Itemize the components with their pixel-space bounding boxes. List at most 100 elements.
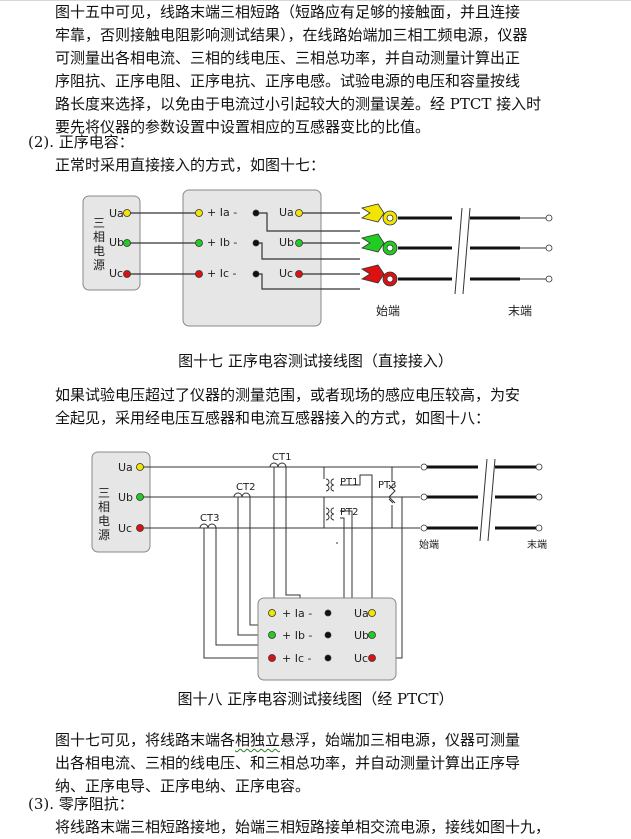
figure-17-caption: 图十七 正序电容测试接线图（直接接入） [178, 352, 453, 370]
voltage-label-ub: Ub [354, 629, 369, 642]
clamp-green [360, 233, 398, 256]
pt1-label: PT1 [340, 477, 359, 488]
line-conductors [398, 216, 520, 281]
terminal-yellow [268, 609, 276, 617]
clamp-yellow [360, 203, 398, 226]
phase-label-ub: Ub [118, 491, 133, 504]
source-label-char: 电 [98, 514, 110, 528]
end-terminal [535, 493, 543, 501]
text-segment: 图十七可见，将线路末端各 [55, 731, 236, 749]
page-top-rule [0, 0, 631, 1]
terminal-green [295, 239, 303, 247]
phase-label-ua: Ua [118, 461, 133, 474]
terminal-yellow [368, 609, 376, 617]
pt2-label: PT2 [340, 507, 359, 518]
text-line: 如果试验电压超过了仪器的测量范围，或者现场的感应电压较高，为安 [55, 386, 521, 404]
end-terminal [545, 244, 553, 252]
start-end-label: 始端 [376, 304, 400, 318]
terminal-red [295, 270, 303, 278]
pt-coils [325, 478, 396, 521]
start-end-label: 始端 [419, 538, 439, 551]
phase-label-ub: Ub [109, 236, 124, 249]
text-line: 出各相电流、三相的线电压、和三相总功率，并自动测量计算出正序导 [55, 754, 521, 772]
terminal-black [324, 609, 332, 617]
instrument-box [182, 189, 322, 327]
source-label-char: 相 [93, 230, 105, 244]
start-terminal [420, 524, 428, 532]
text-line: 图十七可见，将线路末端各相独立悬浮，始端加三相电源，仪器可测量 [55, 729, 582, 752]
figure-18-caption: 图十八 正序电容测试接线图（经 PTCT） [177, 690, 454, 708]
section-heading-positive-capacitance: (2). 正序电容： [28, 133, 134, 151]
terminal-black [252, 239, 260, 247]
break-marks [479, 458, 496, 542]
current-label-ic: + Ic - [207, 267, 237, 280]
phase-label-ua: Ua [109, 207, 124, 220]
ct2-label: CT2 [236, 482, 255, 493]
ct3-label: CT3 [200, 513, 219, 524]
terminal-red [268, 654, 276, 662]
source-label-char: 三 [93, 216, 105, 230]
source-label-char: 三 [98, 486, 110, 500]
text-line: 序阻抗、正序电阻、正序电抗、正序电感。试验电源的电压和容量按线 [55, 72, 521, 90]
end-terminal [545, 214, 553, 222]
terminal-red [368, 654, 376, 662]
far-end-label: 末端 [527, 538, 547, 551]
text-line: 正常时采用直接接入的方式，如图十七： [55, 156, 326, 174]
source-label-char: 相 [98, 500, 110, 514]
source-label-char: 源 [98, 528, 110, 542]
start-terminal [420, 493, 428, 501]
clamp-red [360, 264, 398, 287]
text-line: 将线路末端三相短路接地，始端三相短路接单相交流电源，接线如图十九， [55, 818, 551, 836]
terminal-red [123, 270, 131, 278]
current-label-ib: + Ib - [282, 629, 312, 642]
terminal-black [324, 654, 332, 662]
voltage-label-uc: Uc [279, 267, 293, 280]
end-terminal [535, 524, 543, 532]
voltage-label-ua: Ua [279, 206, 294, 219]
pt3-label: PT3 [378, 480, 397, 491]
text-line: 全起见，采用经电压互感器和电流互感器接入的方式，如图十八： [55, 409, 491, 427]
source-label-char: 源 [93, 258, 105, 272]
phase-label-uc: Uc [118, 522, 132, 535]
voltage-label-ua: Ua [354, 607, 369, 620]
terminal-yellow [136, 463, 144, 471]
ct-coils [199, 462, 287, 529]
wires-main [140, 466, 420, 529]
ct1-label: CT1 [272, 452, 291, 463]
far-end-label: 末端 [508, 304, 532, 318]
terminal-yellow [123, 209, 131, 217]
start-terminal [420, 463, 428, 471]
voltage-label-uc: Uc [354, 652, 368, 665]
text-line: 路长度来选择，以免由于电流过小引起较大的测量误差。经 PTCT 接入时 [55, 95, 542, 113]
current-label-ic: + Ic - [282, 652, 312, 665]
section-heading-zero-sequence-impedance: (3). 零序阻抗： [28, 795, 134, 813]
terminal-green [368, 631, 376, 639]
text-line: 牢靠，否则接触电阻影响测试结果），在线路始端加三相工频电源，仪器 [55, 26, 528, 44]
current-label-ia: + Ia - [207, 206, 237, 219]
voltage-label-ub: Ub [279, 236, 294, 249]
break-marks [454, 207, 549, 295]
phase-label-uc: Uc [109, 267, 123, 280]
line-conductors [427, 465, 537, 530]
terminal-black [252, 270, 260, 278]
text-line: 图十五中可见，线路末端三相短路（短路应有足够的接触面，并且连接 [55, 3, 521, 21]
terminal-green [123, 239, 131, 247]
terminal-green [136, 493, 144, 501]
current-label-ia: + Ia - [282, 607, 312, 620]
terminal-red [195, 270, 203, 278]
terminal-red [136, 524, 144, 532]
text-segment: 悬浮，始端加三相电源，仪器可测量 [280, 731, 521, 749]
terminal-green [268, 631, 276, 639]
terminal-green [195, 239, 203, 247]
terminal-yellow [195, 209, 203, 217]
end-terminal [545, 275, 553, 283]
end-terminal [535, 463, 543, 471]
current-label-ib: + Ib - [207, 236, 237, 249]
figure-18-wiring-diagram: 三 相 电 源 Ua Ub Uc CT1 CT2 CT3 [91, 451, 547, 681]
text-line: 可测量出各相电流、三相的线电压、三相总功率，并自动测量计算出正 [55, 49, 521, 67]
instrument-box [257, 597, 397, 681]
spellcheck-underlined-text: 相独立 [235, 731, 281, 749]
source-box [91, 451, 151, 553]
terminal-yellow [295, 209, 303, 217]
figure-17-wiring-diagram: 三 相 电 源 Ua Ub Uc + Ia - + Ib - + Ic - Ua… [82, 189, 553, 327]
